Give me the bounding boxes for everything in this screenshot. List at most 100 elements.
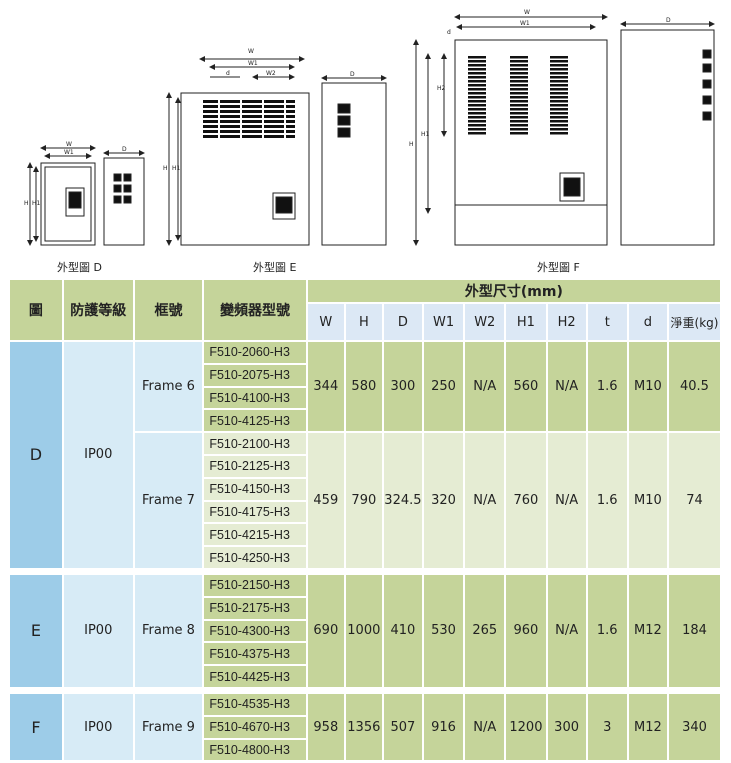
cell-dimension-value: M12 — [626, 572, 669, 689]
cell-figure: F — [8, 691, 64, 763]
cell-dimension-value: N/A — [545, 572, 588, 689]
svg-text:W: W — [524, 9, 530, 16]
cell-dimension-value: M10 — [626, 431, 669, 570]
table-row: F510-2175-H3 — [9, 595, 721, 621]
header-dim: D — [381, 302, 424, 342]
cell-dimension-value: 265 — [463, 572, 507, 689]
cell-model: F510-4250-H3 — [202, 545, 308, 570]
table-row: F510-4800-H3 — [9, 737, 721, 763]
cell-dimension-value: 74 — [666, 431, 723, 570]
cell-model: F510-4100-H3 — [202, 385, 308, 411]
cell-dimension-value: 1000 — [343, 572, 384, 689]
cell-dimension-value: 1200 — [504, 691, 548, 763]
svg-text:W1: W1 — [248, 60, 258, 67]
cell-dimension-value: 320 — [421, 431, 466, 570]
header-figure: 圖 — [8, 278, 64, 342]
dimension-spec-table: 圖 防護等級 框號 變頻器型號 外型尺寸(mm) W H D W1 W2 H1 … — [8, 278, 723, 763]
cell-dimension-value: 580 — [343, 339, 384, 434]
table-row: F510-2075-H3 — [9, 362, 721, 388]
cell-model: F510-2125-H3 — [202, 453, 308, 479]
cell-dimension-value: M10 — [626, 339, 669, 434]
diagram-d-front — [27, 145, 96, 246]
cell-model: F510-4800-H3 — [202, 737, 308, 763]
svg-text:D: D — [666, 17, 671, 24]
table-row: F510-4125-H3 — [9, 408, 721, 434]
caption-diagram-d: 外型圖 D — [57, 261, 102, 274]
cell-dimension-value: 958 — [305, 691, 346, 763]
outline-drawings: W W1 D H H1 W W1 W2 d D H — [24, 9, 715, 246]
cell-protection: IP00 — [61, 572, 135, 689]
cell-dimension-value: 340 — [666, 691, 723, 763]
svg-text:D: D — [122, 146, 127, 153]
cell-dimension-value: N/A — [463, 691, 507, 763]
separator-cell — [8, 567, 722, 575]
cell-protection: IP00 — [61, 691, 135, 763]
caption-diagram-e: 外型圖 E — [253, 261, 297, 274]
cell-frame: Frame 8 — [132, 572, 205, 689]
cell-model: F510-4150-H3 — [202, 476, 308, 502]
svg-text:W2: W2 — [266, 70, 276, 77]
cell-protection: IP00 — [61, 340, 135, 570]
table-row: F510-4670-H3 — [9, 714, 721, 740]
svg-text:H2: H2 — [437, 85, 446, 92]
diagram-e-side — [321, 75, 387, 246]
group-separator — [8, 686, 722, 694]
cell-dimension-value: 690 — [305, 572, 346, 689]
cell-dimension-value: 507 — [381, 691, 424, 763]
cell-dimension-value: 459 — [305, 431, 346, 570]
header-model: 變頻器型號 — [202, 278, 308, 342]
cell-frame: Frame 9 — [132, 691, 205, 763]
svg-text:d: d — [447, 29, 451, 36]
cell-dimension-value: 184 — [666, 572, 723, 689]
cell-dimension-value: 760 — [504, 431, 548, 570]
svg-text:D: D — [350, 71, 355, 78]
cell-model: F510-4670-H3 — [202, 714, 308, 740]
header-dim: H — [343, 302, 384, 342]
cell-model: F510-4125-H3 — [202, 408, 308, 434]
svg-text:H: H — [409, 141, 414, 148]
cell-dimension-value: 300 — [545, 691, 588, 763]
diagram-d-side — [103, 150, 145, 246]
table-row: F510-4215-H3 — [9, 522, 721, 548]
cell-dimension-value: 560 — [504, 339, 548, 434]
svg-text:W: W — [248, 48, 254, 55]
cell-dimension-value: 410 — [381, 572, 424, 689]
cell-dimension-value: 3 — [585, 691, 629, 763]
header-dim: H2 — [545, 302, 588, 342]
cell-model: F510-4535-H3 — [202, 691, 308, 717]
svg-text:H1: H1 — [172, 165, 181, 172]
svg-text:H: H — [163, 165, 168, 172]
cell-model: F510-4215-H3 — [202, 522, 308, 548]
svg-text:H: H — [24, 200, 29, 207]
cell-dimension-value: 1.6 — [585, 431, 629, 570]
cell-dimension-value: 1.6 — [585, 572, 629, 689]
cell-dimension-value: M12 — [626, 691, 669, 763]
cell-dimension-value: 790 — [343, 431, 384, 570]
cell-frame: Frame 6 — [132, 339, 205, 434]
diagram-f-front — [413, 14, 608, 246]
table-row: F510-4175-H3 — [9, 499, 721, 525]
caption-diagram-f: 外型圖 F — [537, 261, 580, 274]
cell-figure: E — [8, 572, 64, 689]
table-row: F510-4150-H3 — [9, 476, 721, 502]
header-dim: W — [305, 302, 346, 342]
cell-model: F510-4300-H3 — [202, 618, 308, 644]
cell-dimension-value: 1356 — [343, 691, 384, 763]
header-frame: 框號 — [132, 278, 205, 342]
cell-dimension-value: N/A — [463, 339, 507, 434]
header-dim: t — [585, 302, 629, 342]
cell-frame: Frame 7 — [132, 431, 205, 570]
cell-dimension-value: 250 — [421, 339, 466, 434]
header-dim: W2 — [463, 302, 507, 342]
group-separator — [8, 567, 722, 575]
cell-dimension-value: 324.5 — [381, 431, 424, 570]
cell-dimension-value: 1.6 — [585, 339, 629, 434]
table-row: F510-2125-H3 — [9, 453, 721, 479]
svg-text:W1: W1 — [64, 149, 74, 156]
table-row: F510-4100-H3 — [9, 385, 721, 411]
header-dim: H1 — [504, 302, 548, 342]
